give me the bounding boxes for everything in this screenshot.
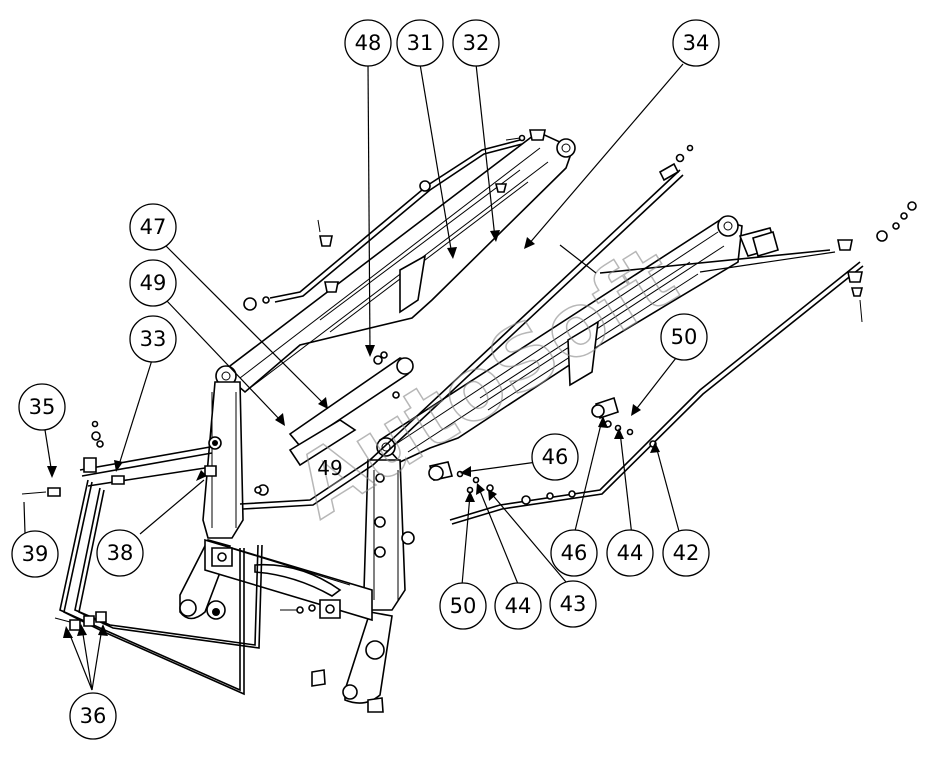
svg-text:38: 38 — [107, 541, 134, 565]
callout-48: 48 — [344, 19, 392, 67]
callout-32: 32 — [452, 19, 500, 67]
callout-49: 49 — [129, 259, 177, 307]
svg-text:31: 31 — [407, 31, 434, 55]
svg-text:33: 33 — [140, 327, 167, 351]
svg-text:46: 46 — [542, 445, 569, 469]
callout-36: 36 — [69, 692, 117, 740]
cross-tube — [204, 538, 373, 622]
callout-38: 38 — [96, 529, 144, 577]
callout-34: 34 — [672, 19, 720, 67]
svg-text:50: 50 — [671, 325, 698, 349]
callout-39: 39 — [11, 530, 59, 578]
callout-31: 31 — [396, 19, 444, 67]
inline-label-49: 49 — [317, 456, 342, 480]
callout-50-lower: 50 — [439, 582, 487, 630]
link-arms — [288, 351, 414, 483]
rear-hydraulic-pipe — [243, 129, 546, 311]
svg-text:44: 44 — [617, 541, 644, 565]
leader-arrowheads — [47, 230, 660, 638]
svg-text:50: 50 — [450, 594, 477, 618]
svg-text:44: 44 — [505, 594, 532, 618]
svg-text:36: 36 — [80, 704, 107, 728]
callout-44-lower: 44 — [494, 582, 542, 630]
callout-35: 35 — [18, 383, 66, 431]
callout-44-right: 44 — [606, 529, 654, 577]
right-loader-arm — [311, 215, 777, 713]
svg-text:32: 32 — [463, 31, 490, 55]
callout-42: 42 — [662, 529, 710, 577]
callout-50-upper: 50 — [660, 313, 708, 361]
watermark: AutoSoft — [278, 226, 694, 537]
svg-text:39: 39 — [22, 542, 49, 566]
callout-46-upper: 46 — [531, 433, 579, 481]
pivot-pins — [428, 230, 779, 494]
left-loader-arm — [179, 131, 576, 620]
svg-text:48: 48 — [355, 31, 382, 55]
svg-text:46: 46 — [561, 541, 588, 565]
callout-46-lower: 46 — [550, 529, 598, 577]
callout-47: 47 — [129, 203, 177, 251]
svg-text:42: 42 — [673, 541, 700, 565]
callout-33: 33 — [129, 315, 177, 363]
svg-text:49: 49 — [140, 271, 167, 295]
callout-43: 43 — [549, 580, 597, 628]
svg-text:43: 43 — [560, 592, 587, 616]
svg-text:35: 35 — [29, 395, 56, 419]
svg-text:47: 47 — [140, 215, 167, 239]
svg-text:34: 34 — [683, 31, 710, 55]
front-hydraulic-pipe — [239, 144, 917, 525]
leader-lines — [23, 63, 836, 691]
